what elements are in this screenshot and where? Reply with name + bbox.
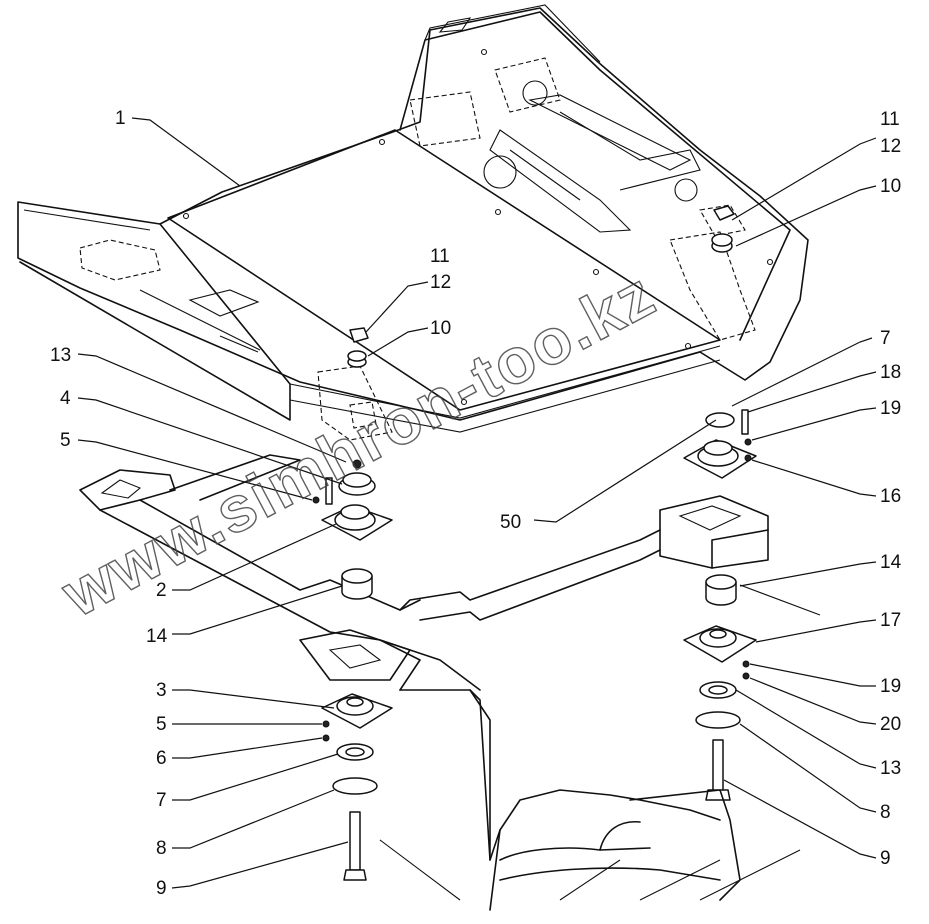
- right-upper-fasteners: [711, 205, 735, 253]
- left-lower-stack: [321, 693, 393, 881]
- callout-8-right: 8: [880, 802, 891, 823]
- callout-11-middle: 11: [430, 246, 450, 267]
- callout-13-right: 13: [880, 758, 901, 779]
- callout-labels: 1 11 12 10 11 12 10 13 4 5 7 18 19 16 50…: [50, 108, 902, 899]
- right-isolator-upper: [683, 409, 757, 479]
- callout-19-right: 19: [880, 398, 901, 419]
- callout-7-right: 7: [880, 328, 891, 349]
- callout-6: 6: [156, 748, 167, 769]
- callout-2: 2: [156, 580, 167, 601]
- callout-1: 1: [115, 108, 126, 129]
- lower-chassis: [379, 584, 821, 911]
- callout-50: 50: [500, 512, 521, 533]
- right-bracket: [659, 495, 769, 569]
- spacers: [341, 568, 737, 606]
- leader-lines: [77, 117, 877, 889]
- callout-9-left: 9: [156, 878, 167, 899]
- callout-16: 16: [880, 486, 901, 507]
- callout-14-right: 14: [880, 552, 902, 573]
- callout-10-middle: 10: [430, 318, 451, 339]
- callout-3: 3: [156, 680, 167, 701]
- callout-4: 4: [60, 388, 71, 409]
- left-frame-rail: [79, 454, 721, 861]
- callout-17: 17: [880, 610, 901, 631]
- callout-14-left: 14: [146, 626, 168, 647]
- callout-10-right: 10: [880, 176, 901, 197]
- callout-18: 18: [880, 362, 901, 383]
- callout-11-right: 11: [880, 109, 900, 130]
- right-lower-stack: [683, 625, 757, 801]
- middle-upper-fasteners: [347, 327, 369, 368]
- callout-19-bottom: 19: [880, 676, 901, 697]
- long-rail: [399, 529, 661, 621]
- callout-5-bottom: 5: [156, 714, 167, 735]
- callout-20: 20: [880, 714, 901, 735]
- main-panel: [17, 4, 809, 441]
- left-isolator-upper: [312, 459, 393, 541]
- callout-5-left: 5: [60, 430, 71, 451]
- callout-8-left: 8: [156, 838, 167, 859]
- callout-9-right: 9: [880, 848, 891, 869]
- callout-12-right: 12: [880, 136, 901, 157]
- callout-13-left: 13: [50, 345, 71, 366]
- callout-12-middle: 12: [430, 272, 451, 293]
- callout-7-bottom: 7: [156, 790, 167, 811]
